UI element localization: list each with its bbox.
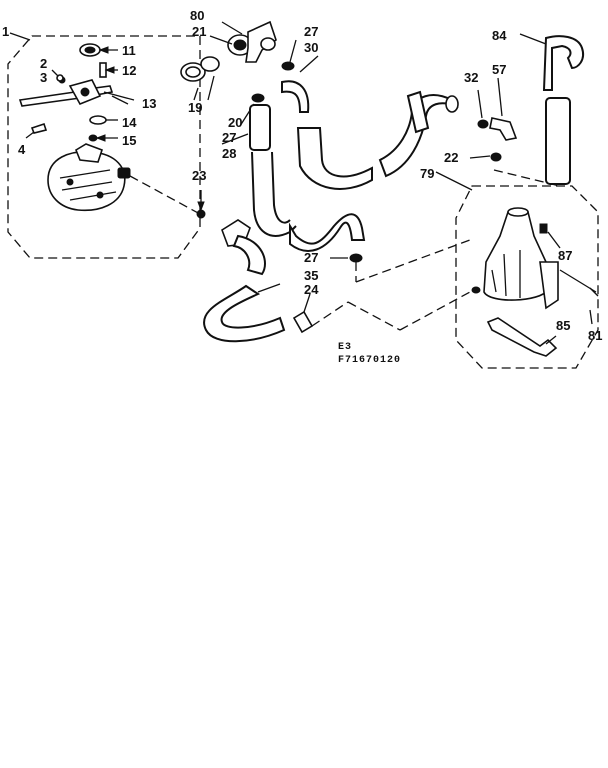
bracket-85-part xyxy=(486,317,558,357)
part-labels: 1 2 3 4 11 12 13 14 15 80 21 19 20 27 28… xyxy=(2,8,602,366)
label-part-21: 21 xyxy=(192,24,206,39)
label-part-2: 2 xyxy=(40,56,47,71)
label-part-27-b: 27 xyxy=(304,24,318,39)
hose-35-part xyxy=(203,284,286,343)
tub-outlet-group xyxy=(435,171,599,369)
label-part-19: 19 xyxy=(188,100,202,115)
label-part-12: 12 xyxy=(122,63,136,78)
tub-outlet-outline xyxy=(455,185,599,369)
right-hose-group xyxy=(378,33,584,187)
label-part-30: 30 xyxy=(304,40,318,55)
label-part-32: 32 xyxy=(464,70,478,85)
tub-outlet-part xyxy=(483,211,549,301)
label-part-80: 80 xyxy=(190,8,204,23)
label-part-81: 81 xyxy=(588,328,602,343)
label-part-85: 85 xyxy=(556,318,570,333)
pump-assembly-group xyxy=(7,32,201,259)
label-part-23: 23 xyxy=(192,168,206,183)
hose-30-part xyxy=(289,213,366,252)
elbow-57-part xyxy=(489,117,518,141)
label-part-57: 57 xyxy=(492,62,506,77)
hose-28-part xyxy=(249,104,271,151)
label-part-15: 15 xyxy=(122,133,136,148)
drawing-number: F71670120 xyxy=(338,355,401,366)
label-part-35: 35 xyxy=(304,268,318,283)
label-part-28: 28 xyxy=(222,146,236,161)
label-part-1: 1 xyxy=(2,24,9,39)
label-part-13: 13 xyxy=(142,96,156,111)
hose-84-part xyxy=(542,35,584,91)
label-part-24: 24 xyxy=(304,282,319,297)
label-part-79: 79 xyxy=(420,166,434,181)
lower-hose-group xyxy=(203,219,471,343)
label-part-84: 84 xyxy=(492,28,507,43)
pump-housing-part xyxy=(47,150,126,212)
label-part-27-a: 27 xyxy=(222,130,236,145)
label-part-87: 87 xyxy=(558,248,572,263)
figure-code: E3 xyxy=(338,342,352,353)
label-part-27-c: 27 xyxy=(304,250,318,265)
label-part-20: 20 xyxy=(228,115,242,130)
label-part-11: 11 xyxy=(122,43,136,58)
label-part-22: 22 xyxy=(444,150,458,165)
clamp-24-part xyxy=(292,310,314,334)
label-part-4: 4 xyxy=(18,142,26,157)
label-part-14: 14 xyxy=(122,115,137,130)
label-part-3: 3 xyxy=(40,70,47,85)
upper-hose-group xyxy=(180,20,373,252)
